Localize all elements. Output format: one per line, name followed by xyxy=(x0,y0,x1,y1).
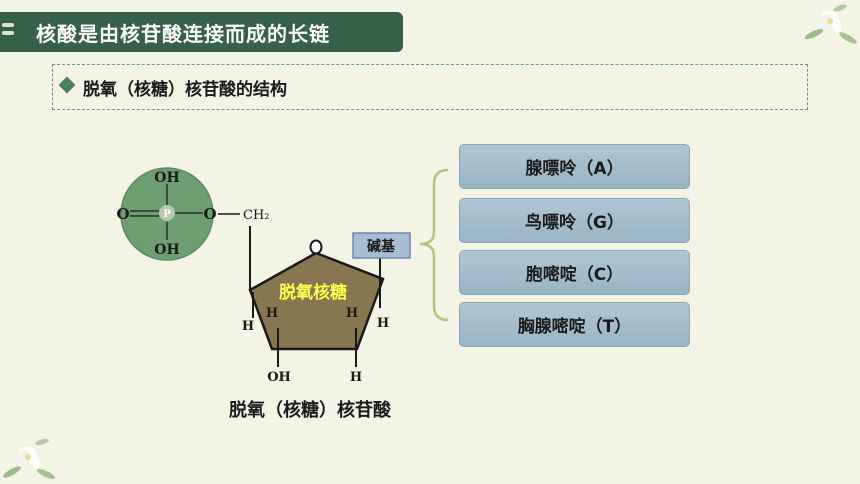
atom-oh: OH xyxy=(267,370,291,385)
page-title: 核酸是由核苷酸连接而成的长链 xyxy=(36,22,330,46)
base-adenine: 腺嘌呤（A） xyxy=(459,144,690,189)
phosphorus-atom xyxy=(159,205,175,221)
base-thymine: 胸腺嘧啶（T） xyxy=(459,302,690,347)
section-subtitle: 脱氧（核糖）核苷酸的结构 xyxy=(83,80,287,100)
sugar-label: 脱氧核糖 xyxy=(279,282,347,303)
phosphorus-label: P xyxy=(163,209,171,220)
deoxyribose-pentagon xyxy=(248,251,385,351)
base-guanine: 鸟嘌呤（G） xyxy=(459,198,690,243)
menu-lines-icon xyxy=(2,23,14,39)
atom-h-5: H xyxy=(350,370,362,385)
phosphate-oh-top: OH xyxy=(154,170,179,186)
phosphate-oh-bottom: OH xyxy=(154,242,179,258)
atom-h-4: H xyxy=(377,316,389,331)
ring-oxygen xyxy=(309,239,323,255)
title-bar: 核酸是由核苷酸连接而成的长链 xyxy=(0,12,403,52)
phosphate-o-right: O xyxy=(203,205,216,223)
section-header: 脱氧（核糖）核苷酸的结构 xyxy=(52,64,808,110)
base-cytosine: 胞嘧啶（C） xyxy=(459,250,690,295)
ch2-label: CH₂ xyxy=(243,208,270,223)
phosphate-o-left: O xyxy=(116,205,129,223)
atom-h-3: H xyxy=(346,306,358,321)
base-label-box xyxy=(352,232,411,259)
flower-decoration-icon xyxy=(804,4,857,44)
atom-h-2: H xyxy=(266,306,278,321)
atom-h-1: H xyxy=(242,319,254,334)
base-label: 碱基 xyxy=(367,238,396,255)
flower-decoration-icon xyxy=(3,438,56,480)
nucleotide-caption: 脱氧（核糖）核苷酸 xyxy=(229,399,392,421)
bracket-brace xyxy=(419,168,449,322)
